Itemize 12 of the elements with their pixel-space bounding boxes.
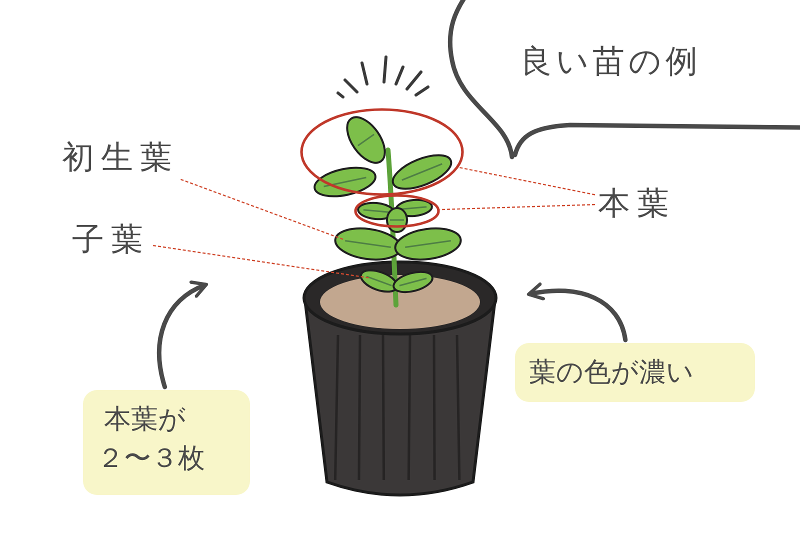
bubble-text: 良い苗の例 [520, 41, 702, 82]
note-card: 本葉が２〜３枚 [83, 390, 250, 495]
leader-line [180, 178, 346, 241]
note-card: 葉の色が濃い [515, 343, 755, 402]
part-label: 子葉 [72, 220, 150, 258]
leader-line [458, 166, 596, 196]
leader-line [153, 244, 370, 279]
leader-line [440, 204, 596, 210]
part-label: 初生葉 [62, 138, 180, 176]
curved-arrow [526, 282, 628, 342]
part-label: 本葉 [598, 184, 676, 222]
curved-arrow [156, 281, 208, 390]
